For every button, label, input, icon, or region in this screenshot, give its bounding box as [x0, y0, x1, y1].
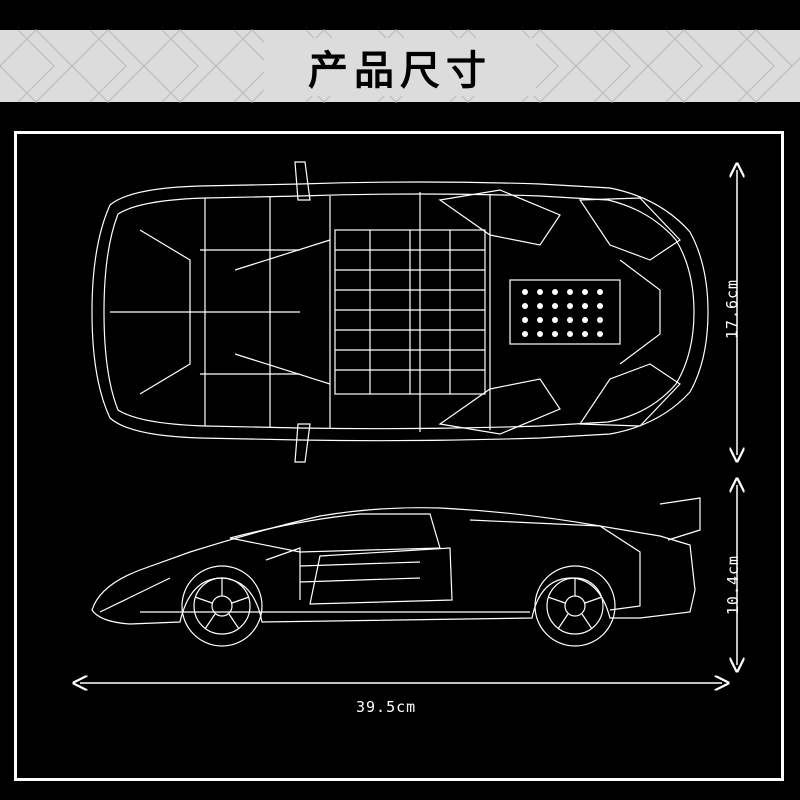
length-label: 39.5cm: [356, 698, 417, 716]
banner-pattern: [0, 0, 800, 112]
header-banner: 产品尺寸: [0, 0, 800, 112]
car-side-view: [91, 497, 701, 647]
width-label: 17.6cm: [723, 278, 742, 340]
height-label: 10.4cm: [724, 554, 743, 616]
drawing-frame: [14, 131, 784, 781]
page-title: 产品尺寸: [308, 48, 492, 94]
car-top-view: [91, 161, 709, 463]
top-view-studs: [522, 289, 603, 337]
